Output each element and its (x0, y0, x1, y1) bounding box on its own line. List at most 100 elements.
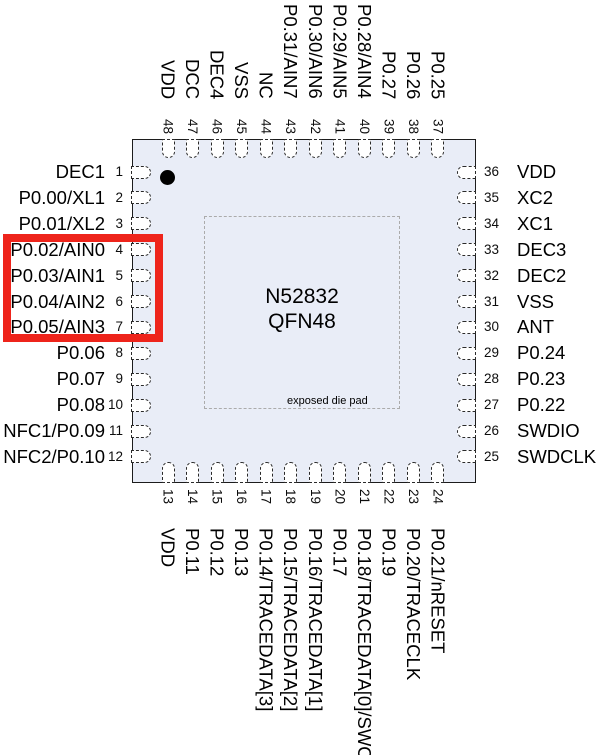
pin-pad-5 (131, 269, 151, 283)
exposed-die-pad-outline (204, 216, 400, 409)
pin-label-48: VDD (157, 59, 179, 99)
pin-label-12: NFC2/P0.10 (3, 445, 105, 467)
pin-pad-2 (131, 191, 151, 205)
pin-label-14: P0.11 (182, 528, 204, 575)
pin-number-37: 37 (430, 118, 446, 134)
pin-pad-40 (357, 139, 371, 158)
pin-number-19: 19 (307, 489, 323, 505)
pin-pad-7 (131, 320, 151, 334)
pin-number-18: 18 (283, 489, 299, 505)
pin-label-33: DEC3 (517, 238, 567, 260)
pin-number-24: 24 (430, 489, 446, 505)
pin1-marker-dot (160, 170, 175, 185)
pin-pad-27 (457, 398, 476, 412)
pin-pad-15 (210, 462, 224, 483)
pin-label-24: P0.21/nRESET (427, 528, 449, 654)
pin-number-44: 44 (258, 118, 274, 134)
pin-number-23: 23 (405, 489, 421, 505)
pin-number-14: 14 (185, 489, 201, 505)
pin-number-29: 29 (484, 345, 500, 361)
pin-number-48: 48 (160, 118, 176, 134)
pin-label-4: P0.02/AIN0 (10, 238, 105, 260)
pin-pad-33 (457, 243, 476, 257)
pin-label-2: P0.00/XL1 (18, 186, 105, 208)
pin-pad-8 (131, 346, 151, 360)
pin-label-31: VSS (517, 290, 555, 312)
pin-number-42: 42 (307, 118, 323, 134)
pin-pad-44 (259, 139, 273, 158)
pin-number-40: 40 (356, 118, 372, 134)
pin-pad-16 (235, 462, 249, 483)
pin-number-5: 5 (115, 267, 123, 283)
pin-label-18: P0.15/TRACEDATA[2] (280, 528, 302, 712)
pin-number-13: 13 (160, 489, 176, 505)
pin-label-28: P0.23 (517, 368, 566, 390)
highlight-box (3, 234, 163, 342)
pin-label-21: P0.18/TRACEDATA[0]/SWO (353, 528, 375, 755)
pin-number-11: 11 (108, 423, 123, 439)
pin-label-1: DEC1 (55, 161, 105, 182)
exposed-die-pad-label: exposed die pad (287, 395, 368, 407)
pin-number-7: 7 (115, 319, 123, 335)
pin-number-35: 35 (484, 189, 500, 205)
pin-label-11: NFC1/P0.09 (3, 420, 105, 442)
pin-number-6: 6 (115, 293, 123, 309)
pin-number-28: 28 (484, 371, 500, 387)
pin-pad-43 (284, 139, 298, 158)
pin-label-6: P0.04/AIN2 (10, 290, 105, 312)
pin-number-4: 4 (115, 241, 123, 257)
pin-label-32: DEC2 (517, 264, 567, 286)
pin-pad-14 (186, 462, 200, 483)
chip-package-body (132, 139, 476, 483)
pin-number-17: 17 (258, 489, 274, 505)
pin-label-34: XC1 (517, 212, 553, 234)
pin-number-33: 33 (484, 241, 500, 257)
pin-number-45: 45 (234, 118, 250, 134)
pin-label-13: VDD (157, 528, 179, 568)
pin-pad-21 (357, 462, 371, 483)
pin-pad-34 (457, 217, 476, 231)
pin-label-22: P0.19 (378, 528, 400, 577)
pin-label-36: VDD (517, 161, 557, 182)
pin-pad-28 (457, 372, 476, 386)
pin-number-27: 27 (484, 397, 500, 413)
pin-pad-37 (431, 139, 445, 158)
pin-number-26: 26 (484, 423, 500, 439)
pin-number-16: 16 (234, 489, 250, 505)
pin-pad-11 (131, 424, 151, 438)
pin-label-38: P0.26 (402, 50, 424, 99)
pin-label-47: DCC (182, 58, 204, 99)
pin-label-26: SWDIO (517, 420, 580, 442)
pin-pad-12 (131, 450, 151, 464)
pin-number-15: 15 (209, 489, 225, 505)
pin-label-45: VSS (231, 61, 253, 99)
pin-label-19: P0.16/TRACEDATA[1] (304, 528, 326, 712)
chip-title-line1: N52832 (265, 285, 339, 308)
pin-label-23: P0.20/TRACECLK (402, 528, 424, 681)
pin-pad-36 (457, 165, 476, 179)
pin-number-8: 8 (115, 345, 123, 361)
pin-label-35: XC2 (517, 186, 553, 208)
pin-pad-31 (457, 295, 476, 309)
pin-label-41: P0.29/AIN5 (329, 4, 351, 99)
pin-pad-19 (308, 462, 322, 483)
pin-pad-25 (457, 450, 476, 464)
pin-label-40: P0.28/AIN4 (353, 4, 375, 99)
pin-number-36: 36 (484, 164, 500, 179)
pin-number-34: 34 (484, 215, 500, 231)
pin-number-22: 22 (381, 489, 397, 505)
pin-number-41: 41 (332, 118, 348, 134)
pin-label-20: P0.17 (329, 528, 351, 577)
pin-number-47: 47 (185, 118, 201, 134)
pin-pad-18 (284, 462, 298, 483)
pin-label-30: ANT (517, 316, 554, 338)
pin-pad-41 (333, 139, 347, 158)
pin-number-32: 32 (484, 267, 500, 283)
pin-label-43: P0.31/AIN7 (280, 4, 302, 99)
pin-pad-35 (457, 191, 476, 205)
pin-pad-26 (457, 424, 476, 438)
pin-number-46: 46 (209, 118, 225, 134)
pin-pad-9 (131, 372, 151, 386)
pin-number-2: 2 (115, 189, 123, 205)
pin-label-29: P0.24 (517, 342, 566, 364)
